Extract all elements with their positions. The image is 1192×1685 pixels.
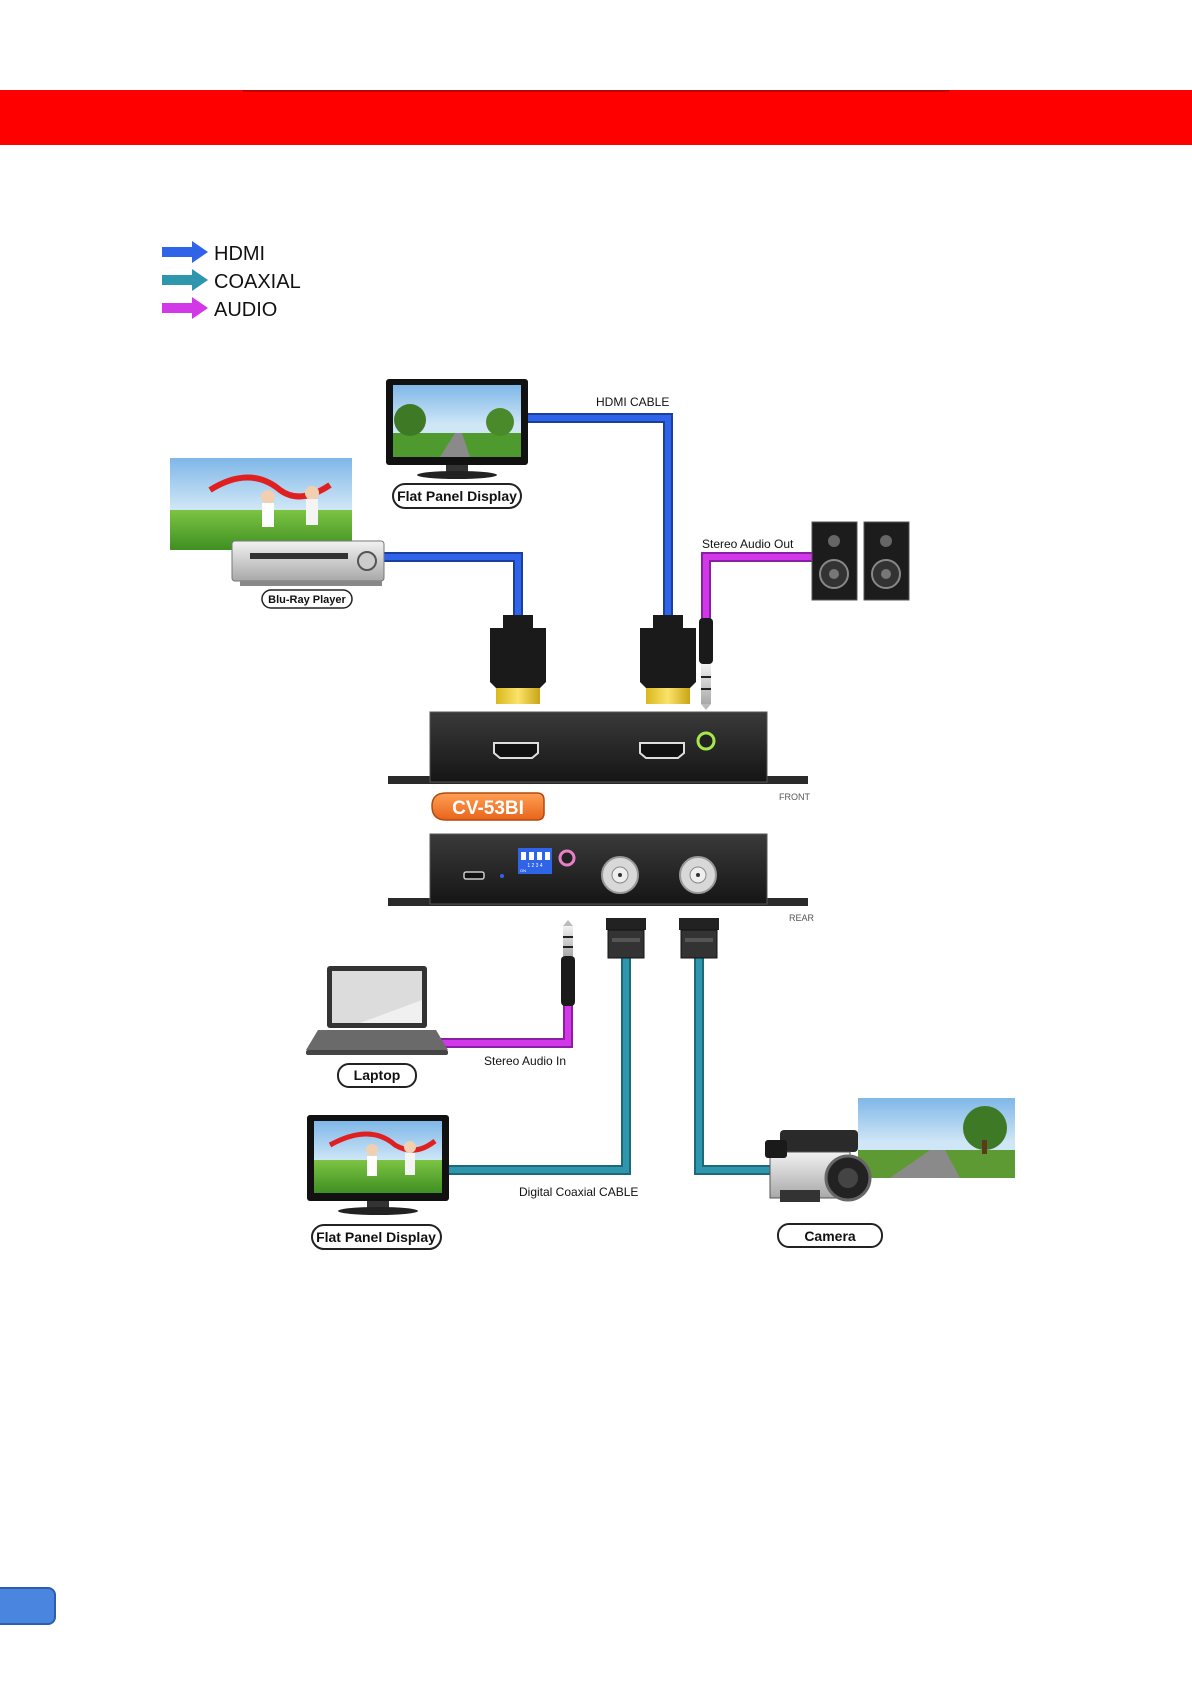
device-front: FRONT — [388, 712, 810, 802]
svg-text:Flat Panel Display: Flat Panel Display — [316, 1229, 436, 1245]
model-badge: CV-53BI — [432, 793, 544, 820]
legend-coaxial-label: COAXIAL — [214, 271, 301, 293]
laptop-label: Laptop — [338, 1064, 416, 1087]
flat-panel-bottom-label: Flat Panel Display — [312, 1225, 441, 1249]
audio-arrow-icon — [162, 297, 208, 319]
svg-text:Camera: Camera — [804, 1228, 856, 1244]
coax-cable-label: Digital Coaxial CABLE — [519, 1185, 638, 1199]
audio-plug-in — [561, 920, 575, 1006]
flat-panel-top-label: Flat Panel Display — [393, 484, 521, 508]
usb-port-icon — [464, 872, 484, 879]
model-label: CV-53BI — [452, 798, 524, 819]
legend-item-audio: AUDIO — [162, 297, 277, 321]
legend-hdmi-label: HDMI — [214, 243, 265, 265]
legend-audio-label: AUDIO — [214, 299, 277, 321]
audio-port-icon — [698, 733, 714, 749]
stereo-out-label: Stereo Audio Out — [702, 537, 794, 551]
coaxial-arrow-icon — [162, 269, 208, 291]
hdmi-arrow-icon — [162, 241, 208, 263]
audio-plug-out — [699, 618, 713, 710]
hdmi-cable-tv — [527, 418, 668, 625]
hdmi-plug-left — [490, 615, 546, 704]
device-rear: 1 2 3 4 ON REAR — [388, 834, 815, 923]
tv-bottom-icon — [307, 1115, 449, 1215]
audio-cable-in — [430, 1002, 568, 1043]
bnc-plug-right — [679, 918, 719, 958]
tv-icon — [386, 379, 528, 479]
stereo-in-label: Stereo Audio In — [484, 1054, 566, 1068]
svg-text:Flat Panel Display: Flat Panel Display — [397, 488, 517, 504]
legend-item-hdmi: HDMI — [162, 241, 265, 265]
page-tab — [0, 1587, 56, 1625]
dip-on: ON — [520, 868, 526, 873]
laptop-icon — [306, 966, 448, 1055]
bnc-plug-left — [606, 918, 646, 958]
hdmi-cable-bluray — [384, 557, 518, 625]
hdmi-cable-label: HDMI CABLE — [596, 395, 669, 409]
audio-cable-out — [706, 557, 812, 625]
coax-cable-camera — [699, 958, 772, 1170]
bluray-label: Blu-Ray Player — [262, 590, 352, 608]
svg-text:Blu-Ray Player: Blu-Ray Player — [268, 594, 346, 606]
speaker-icon — [812, 522, 909, 600]
front-label: FRONT — [779, 792, 810, 802]
hdmi-plug-right — [640, 615, 696, 704]
bluray-icon — [170, 458, 384, 586]
camera-label: Camera — [778, 1224, 882, 1247]
dip-numbers: 1 2 3 4 — [527, 863, 543, 869]
legend: HDMI COAXIAL AUDIO — [162, 241, 301, 321]
svg-text:Laptop: Laptop — [354, 1067, 401, 1083]
legend-item-coaxial: COAXIAL — [162, 269, 301, 293]
rear-label: REAR — [789, 913, 815, 923]
dip-switch-icon: 1 2 3 4 ON — [518, 848, 552, 874]
camera-icon — [765, 1098, 1015, 1202]
audio-in-port-icon — [560, 851, 574, 865]
